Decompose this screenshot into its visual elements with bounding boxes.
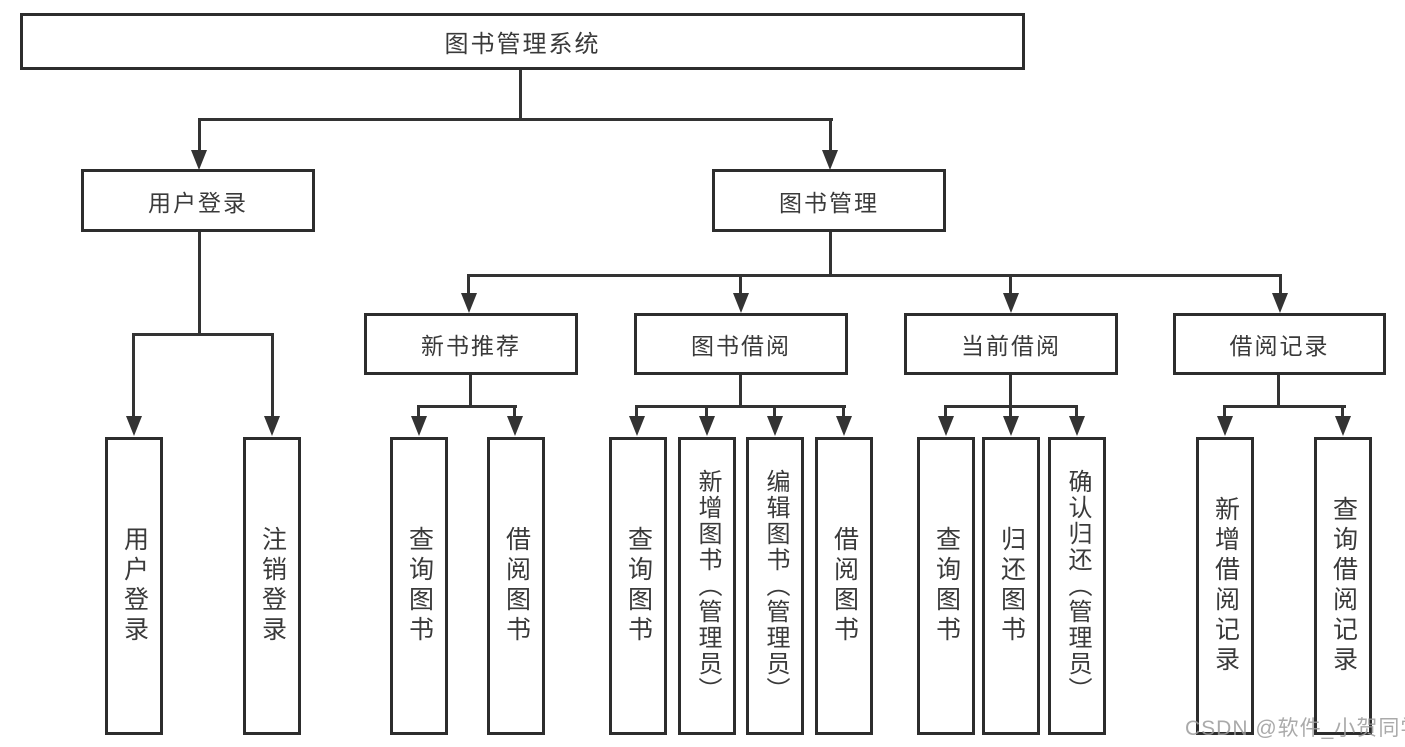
- arrow-down-icon: [699, 416, 715, 436]
- connector-line: [467, 274, 1282, 277]
- connector-line: [1009, 276, 1012, 296]
- connector-line: [198, 118, 833, 121]
- arrow-down-icon: [507, 416, 523, 436]
- arrow-down-icon: [733, 293, 749, 313]
- arrow-down-icon: [836, 416, 852, 436]
- arrow-down-icon: [629, 416, 645, 436]
- node-root-label: 图书管理系统: [444, 31, 601, 58]
- connector-line: [829, 120, 832, 151]
- leaf-label: 归还图书: [997, 526, 1026, 646]
- connector-line: [944, 407, 947, 417]
- node-root: 图书管理系统: [20, 13, 1025, 70]
- arrow-down-icon: [1217, 416, 1233, 436]
- node-label: 图书管理: [779, 189, 879, 216]
- connector-line: [944, 405, 1078, 408]
- leaf-query-books-borrowing: 查询图书: [609, 437, 667, 735]
- arrow-down-icon: [1003, 293, 1019, 313]
- leaf-borrow-books-recommend: 借阅图书: [487, 437, 545, 735]
- arrow-down-icon: [1272, 293, 1288, 313]
- connector-line: [417, 405, 517, 408]
- leaf-return-books: 归还图书: [982, 437, 1040, 735]
- connector-line: [739, 276, 742, 296]
- connector-line: [1223, 405, 1346, 408]
- connector-line: [417, 407, 420, 417]
- connector-line: [519, 69, 522, 121]
- arrow-down-icon: [461, 293, 477, 313]
- leaf-query-books-current: 查询图书: [917, 437, 975, 735]
- arrow-down-icon: [1069, 416, 1085, 436]
- leaf-label: 借阅图书: [830, 526, 859, 646]
- arrow-down-icon: [126, 416, 142, 436]
- node-label: 新书推荐: [421, 333, 521, 359]
- leaf-label: 查询图书: [405, 526, 434, 646]
- connector-line: [773, 407, 776, 417]
- arrow-down-icon: [938, 416, 954, 436]
- node-new-book-recommend: 新书推荐: [364, 313, 578, 375]
- connector-line: [1277, 374, 1280, 407]
- arrow-down-icon: [1335, 416, 1351, 436]
- leaf-add-books-admin: 新增图书（管理员）: [678, 437, 736, 735]
- node-label: 借阅记录: [1229, 333, 1330, 359]
- node-user-login: 用户登录: [81, 169, 315, 232]
- leaf-label: 新增借阅记录: [1211, 496, 1240, 676]
- leaf-borrow-books: 借阅图书: [815, 437, 873, 735]
- connector-line: [469, 374, 472, 407]
- leaf-label: 新增图书（管理员）: [694, 469, 721, 703]
- connector-line: [739, 374, 742, 407]
- leaf-label: 查询借阅记录: [1329, 496, 1358, 676]
- connector-line: [132, 335, 135, 417]
- arrow-down-icon: [1003, 416, 1019, 436]
- leaf-label: 编辑图书（管理员）: [762, 469, 789, 703]
- node-label: 图书借阅: [691, 333, 791, 359]
- connector-line: [198, 120, 201, 151]
- leaf-query-borrow-record: 查询借阅记录: [1314, 437, 1372, 735]
- arrow-down-icon: [191, 150, 207, 170]
- leaf-label: 查询图书: [624, 526, 653, 646]
- connector-line: [1341, 407, 1344, 417]
- connector-line: [1223, 407, 1226, 417]
- leaf-logout-login: 注销登录: [243, 437, 301, 735]
- connector-line: [132, 333, 274, 336]
- node-book-borrowing: 图书借阅: [634, 313, 848, 375]
- leaf-label: 确认归还（管理员）: [1064, 469, 1091, 703]
- node-borrow-records: 借阅记录: [1173, 313, 1386, 375]
- connector-line: [1009, 374, 1012, 407]
- arrow-down-icon: [411, 416, 427, 436]
- leaf-confirm-return-admin: 确认归还（管理员）: [1048, 437, 1106, 735]
- connector-line: [1075, 407, 1078, 417]
- leaf-label: 注销登录: [258, 526, 287, 646]
- connector-line: [829, 231, 832, 276]
- leaf-label: 用户登录: [120, 526, 149, 646]
- connector-line: [635, 407, 638, 417]
- arrow-down-icon: [264, 416, 280, 436]
- connector-line: [635, 405, 846, 408]
- connector-line: [198, 231, 201, 335]
- connector-line: [1009, 407, 1012, 417]
- leaf-label: 借阅图书: [502, 526, 531, 646]
- leaf-user-login: 用户登录: [105, 437, 163, 735]
- connector-line: [1279, 276, 1282, 296]
- leaf-query-books-recommend: 查询图书: [390, 437, 448, 735]
- connector-line: [842, 407, 845, 417]
- arrow-down-icon: [822, 150, 838, 170]
- leaf-add-borrow-record: 新增借阅记录: [1196, 437, 1254, 735]
- connector-line: [467, 276, 470, 296]
- connector-line: [705, 407, 708, 417]
- connector-line: [271, 335, 274, 417]
- node-book-management: 图书管理: [712, 169, 946, 232]
- arrow-down-icon: [767, 416, 783, 436]
- connector-line: [513, 407, 516, 417]
- leaf-label: 查询图书: [932, 526, 961, 646]
- csdn-watermark: CSDN @软件_小贺同学: [1185, 717, 1405, 740]
- node-label: 当前借阅: [961, 333, 1061, 359]
- node-current-borrowing: 当前借阅: [904, 313, 1118, 375]
- node-label: 用户登录: [148, 189, 248, 216]
- leaf-edit-books-admin: 编辑图书（管理员）: [746, 437, 804, 735]
